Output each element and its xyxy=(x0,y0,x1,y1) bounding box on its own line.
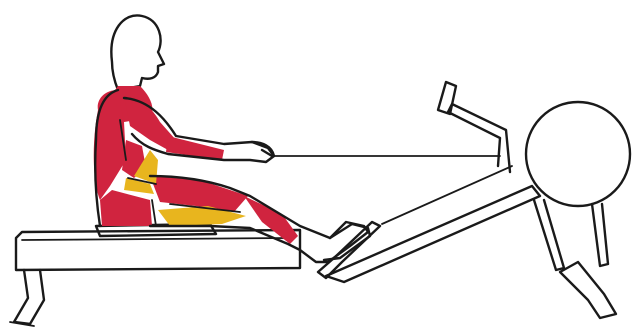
rowing-handle xyxy=(438,82,456,114)
rear-leg xyxy=(14,270,44,324)
rower xyxy=(94,15,370,262)
head xyxy=(111,15,164,90)
flywheel xyxy=(526,102,630,206)
seat-rail-inner-line xyxy=(22,238,292,240)
front-foot xyxy=(560,262,616,318)
front-support-arm xyxy=(448,104,510,172)
muscle-glute-red xyxy=(100,190,152,226)
monorail-inner xyxy=(382,166,512,224)
front-leg-right xyxy=(592,204,608,266)
front-leg-left xyxy=(534,200,564,270)
